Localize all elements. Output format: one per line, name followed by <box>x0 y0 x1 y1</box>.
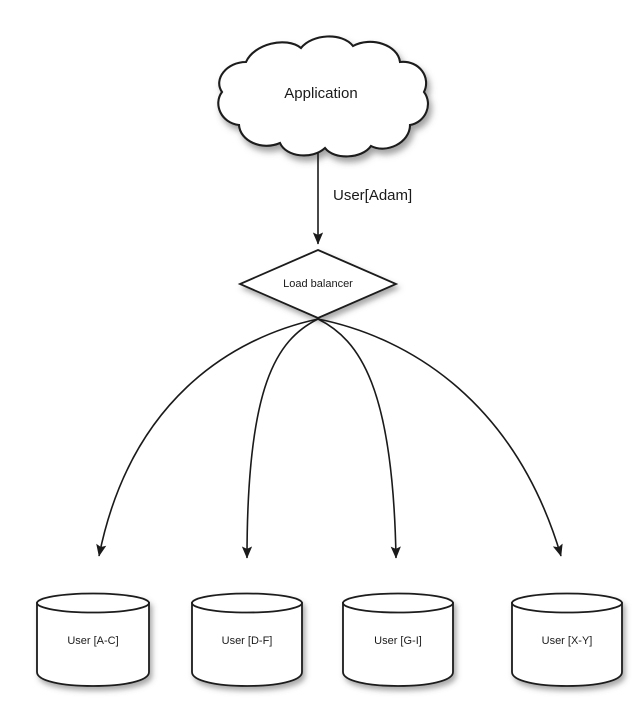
cylinder-top-shape <box>191 592 303 614</box>
edge-to-shard-0 <box>96 318 319 557</box>
application-cloud-node[interactable]: Application <box>217 35 429 158</box>
load-balancer-label: Load balancer <box>283 278 353 290</box>
cylinder-body-shape <box>511 602 623 687</box>
cylinder-body-shape <box>36 602 150 687</box>
cloud-label: Application <box>284 85 357 102</box>
cylinder-body-shape <box>191 602 303 687</box>
shard-node-0[interactable]: User [A-C] <box>36 592 150 687</box>
shard-edge-group <box>96 318 563 559</box>
edge-to-shard-2 <box>317 318 401 559</box>
cylinder-top-shape <box>511 592 623 614</box>
cylinder-top-shape <box>342 592 454 614</box>
shard-node-3[interactable]: User [X-Y] <box>511 592 623 687</box>
edge-application-to-load-balancer: User[Adam] <box>312 152 412 245</box>
edge-to-shard-1 <box>241 318 319 559</box>
shard-label: User [X-Y] <box>542 635 593 647</box>
cylinder-top-shape <box>36 592 150 614</box>
shard-node-2[interactable]: User [G-I] <box>342 592 454 687</box>
edge-to-shard-3 <box>317 318 563 557</box>
load-balancer-node[interactable]: Load balancer <box>237 249 399 319</box>
shard-label: User [D-F] <box>222 635 273 647</box>
primary-edge-label: User[Adam] <box>333 187 412 204</box>
cylinder-body-shape <box>342 602 454 687</box>
diamond-shape <box>237 249 399 319</box>
shard-label: User [G-I] <box>374 635 422 647</box>
shard-node-1[interactable]: User [D-F] <box>191 592 303 687</box>
shard-label: User [A-C] <box>67 635 118 647</box>
cloud-shape <box>217 35 429 158</box>
